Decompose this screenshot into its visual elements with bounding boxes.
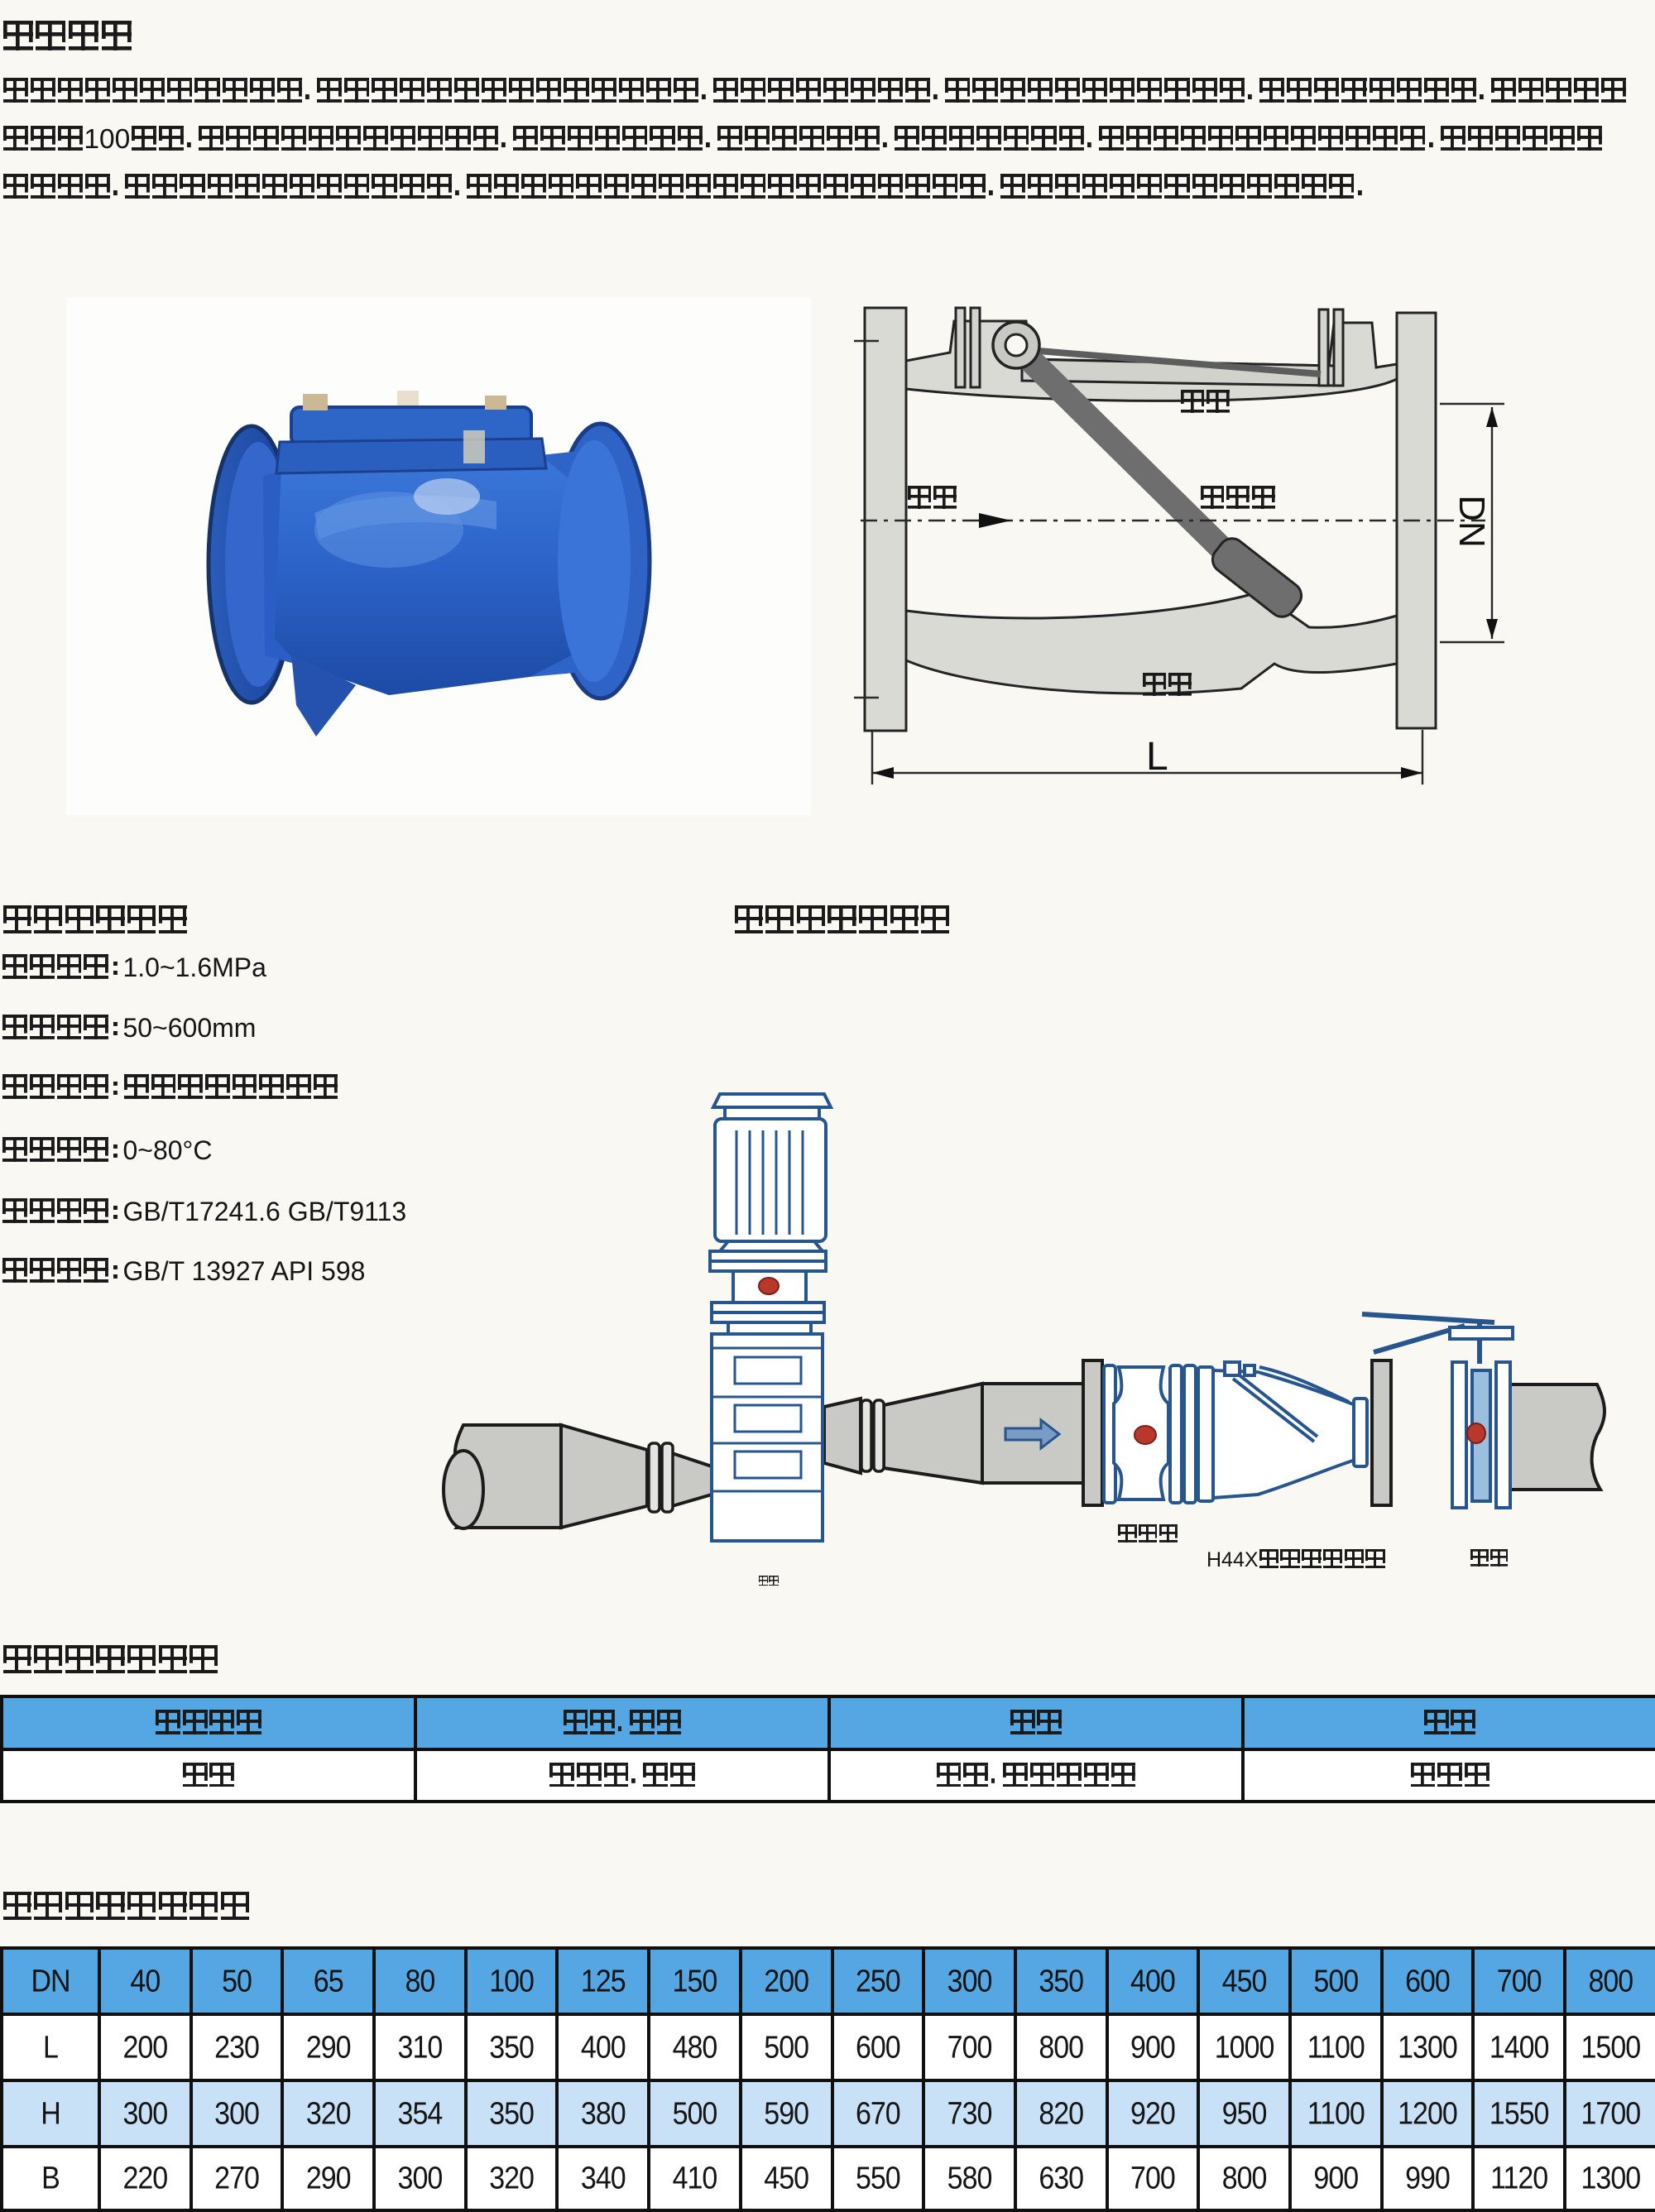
svg-text:DN: DN — [1451, 495, 1492, 548]
svg-text:L: L — [1146, 735, 1168, 779]
